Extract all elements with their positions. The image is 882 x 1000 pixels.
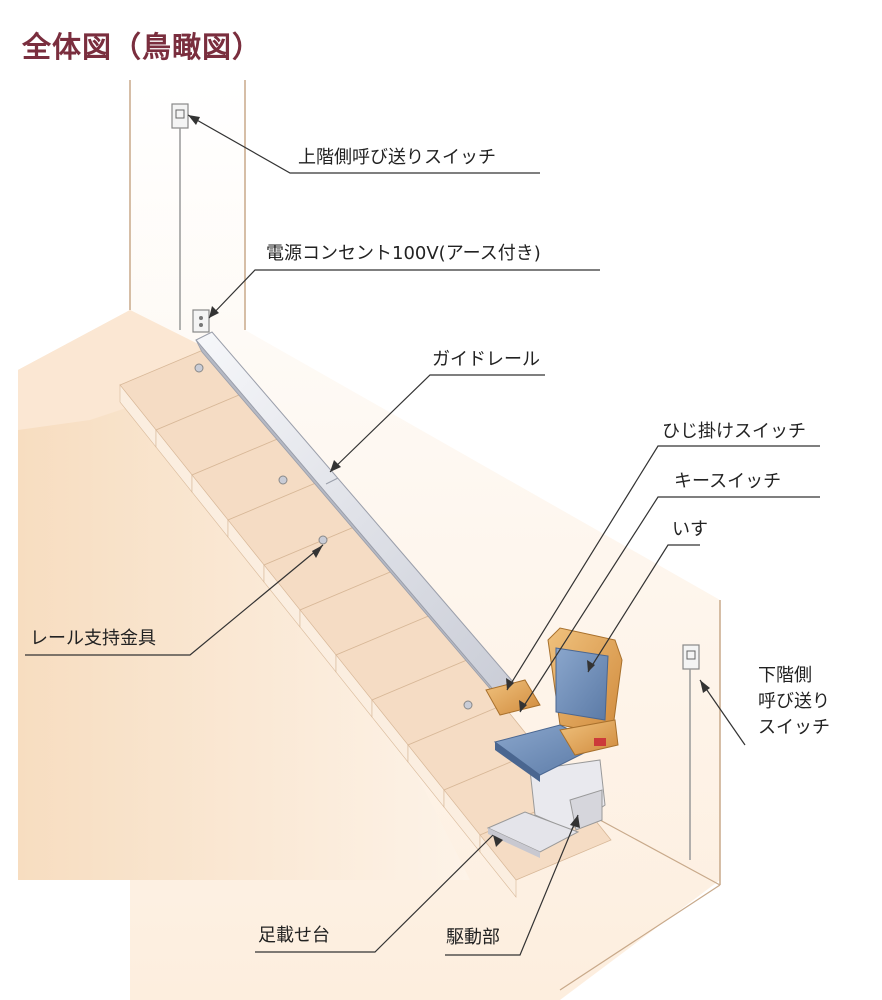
guide-rail bbox=[195, 331, 521, 713]
rail-brackets bbox=[194, 363, 473, 710]
seat bbox=[485, 627, 623, 782]
diagram-title: 全体図（鳥瞰図） bbox=[22, 30, 263, 64]
power-outlet bbox=[192, 309, 210, 333]
label-drive-unit: 駆動部 bbox=[446, 927, 500, 948]
label-seat: いす bbox=[672, 519, 708, 540]
leader-lines bbox=[25, 114, 820, 956]
label-power-outlet: 電源コンセント100V(アース付き) bbox=[266, 243, 541, 264]
label-footrest: 足載せ台 bbox=[258, 925, 330, 946]
label-lower-call-switch-2: 呼び送り bbox=[758, 691, 830, 712]
step-riser bbox=[479, 834, 517, 898]
stair-steps bbox=[119, 344, 612, 898]
footrest bbox=[486, 811, 580, 858]
label-rail-bracket: レール支持金具 bbox=[30, 628, 156, 649]
label-key-switch: キースイッチ bbox=[674, 471, 782, 492]
drive-unit bbox=[529, 759, 606, 831]
upper-call-switch bbox=[171, 103, 189, 330]
label-guide-rail: ガイドレール bbox=[432, 349, 540, 370]
label-lower-call-switch-3: スイッチ bbox=[758, 717, 830, 738]
staircase bbox=[18, 310, 470, 880]
label-armrest-switch: ひじ掛けスイッチ bbox=[662, 421, 806, 442]
label-lower-call-switch-1: 下階側 bbox=[758, 665, 812, 686]
label-upper-call-switch: 上階側呼び送りスイッチ bbox=[298, 147, 496, 168]
arrow-heads bbox=[188, 115, 710, 847]
lower-call-switch bbox=[682, 644, 700, 860]
